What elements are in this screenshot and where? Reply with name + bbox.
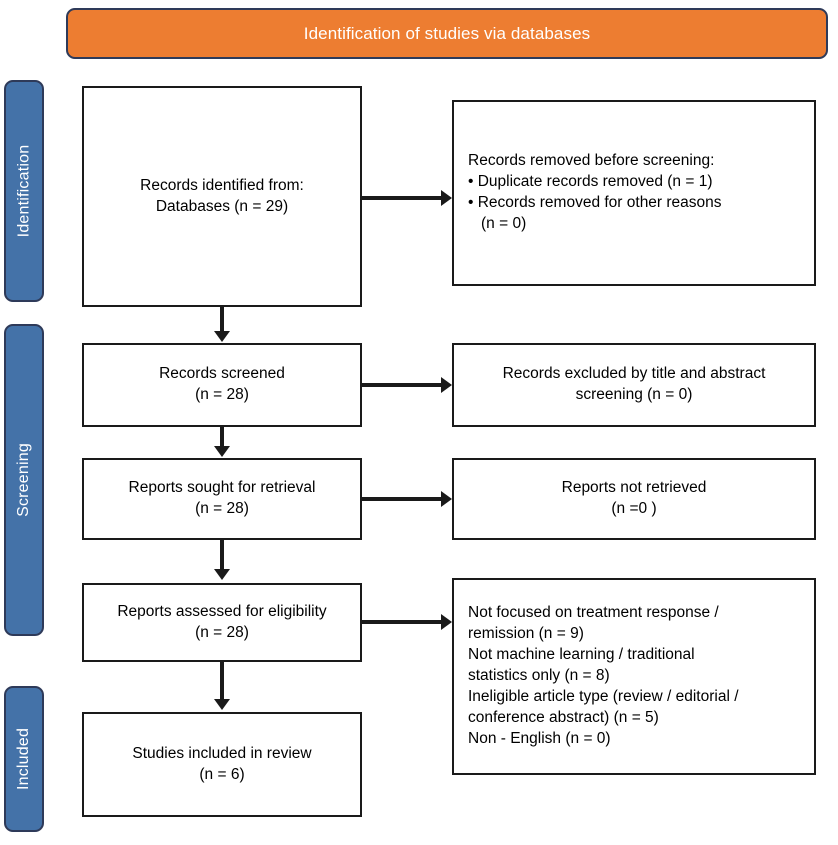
- connector-assessed-to-reasons: [362, 620, 442, 624]
- box-exclusion-reasons-line3: Not machine learning / traditional: [468, 646, 695, 664]
- connector-screened-to-sought: [220, 427, 224, 447]
- box-exclusion-reasons-line1: Not focused on treatment response /: [468, 604, 719, 622]
- stage-label-included-text: Included: [15, 727, 32, 791]
- stage-label-included: Included: [4, 686, 44, 832]
- arrow-sought-to-assessed: [214, 569, 230, 580]
- arrow-screened-to-sought: [214, 446, 230, 457]
- box-exclusion-reasons-line2: remission (n = 9): [468, 625, 584, 643]
- box-records-screened: Records screened (n = 28): [82, 343, 362, 427]
- box-reports-assessed-line1: Reports assessed for eligibility: [117, 602, 327, 620]
- box-reports-sought-line2: (n = 28): [195, 500, 249, 517]
- box-records-removed-bullet-other: • Records removed for other reasons: [468, 194, 722, 211]
- stage-label-screening: Screening: [4, 324, 44, 636]
- box-reports-not-retrieved-line1: Reports not retrieved: [561, 479, 707, 497]
- box-exclusion-reasons-line5: Ineligible article type (review / editor…: [468, 687, 739, 705]
- box-reports-sought: Reports sought for retrieval (n = 28): [82, 458, 362, 540]
- arrow-assessed-to-included: [214, 699, 230, 710]
- box-reports-not-retrieved-line2: (n =0 ): [611, 500, 657, 517]
- connector-sought-to-not-retrieved: [362, 497, 442, 501]
- box-studies-included: Studies included in review (n = 6): [82, 712, 362, 817]
- header-banner: Identification of studies via databases: [66, 8, 828, 59]
- box-records-removed-heading: Records removed before screening:: [468, 152, 715, 170]
- box-records-excluded: Records excluded by title and abstract s…: [452, 343, 816, 427]
- arrow-identified-to-removed: [441, 190, 452, 206]
- connector-assessed-to-included: [220, 662, 224, 700]
- box-exclusion-reasons-line4: statistics only (n = 8): [468, 667, 610, 685]
- box-exclusion-reasons-line7: Non - English (n = 0): [468, 729, 611, 747]
- box-records-identified-line2: Databases (n = 29): [155, 197, 289, 215]
- box-reports-sought-line1: Reports sought for retrieval: [128, 479, 316, 497]
- connector-identified-to-screened: [220, 307, 224, 332]
- box-reports-not-retrieved: Reports not retrieved (n =0 ): [452, 458, 816, 540]
- connector-sought-to-assessed: [220, 540, 224, 570]
- box-records-screened-line1: Records screened: [159, 365, 285, 383]
- box-records-removed-bullet-duplicate: • Duplicate records removed (n = 1): [468, 173, 713, 191]
- stage-label-screening-text: Screening: [15, 443, 33, 517]
- box-exclusion-reasons-line6: conference abstract) (n = 5): [468, 708, 659, 726]
- box-records-excluded-line2: screening (n = 0): [575, 386, 693, 403]
- stage-label-identification-text: Identification: [15, 144, 33, 238]
- box-exclusion-reasons: Not focused on treatment response / remi…: [452, 578, 816, 775]
- box-records-removed: Records removed before screening: • Dupl…: [452, 100, 816, 286]
- box-records-excluded-line1: Records excluded by title and abstract: [502, 365, 766, 383]
- box-reports-assessed: Reports assessed for eligibility (n = 28…: [82, 583, 362, 662]
- stage-label-identification: Identification: [4, 80, 44, 302]
- arrow-assessed-to-reasons: [441, 614, 452, 630]
- box-records-identified-line1: Records identified from:: [140, 176, 304, 194]
- arrow-identified-to-screened: [214, 331, 230, 342]
- arrow-screened-to-excluded: [441, 377, 452, 393]
- box-studies-included-line2: (n = 6): [199, 765, 245, 783]
- box-studies-included-line1: Studies included in review: [132, 744, 312, 762]
- box-records-identified: Records identified from: Databases (n = …: [82, 86, 362, 307]
- box-records-removed-bullet-other-count: (n = 0): [481, 214, 527, 232]
- box-records-screened-line2: (n = 28): [195, 386, 249, 403]
- connector-identified-to-removed: [362, 196, 442, 200]
- header-title: Identification of studies via databases: [303, 23, 591, 43]
- box-reports-assessed-line2: (n = 28): [195, 623, 249, 641]
- connector-screened-to-excluded: [362, 383, 442, 387]
- arrow-sought-to-not-retrieved: [441, 491, 452, 507]
